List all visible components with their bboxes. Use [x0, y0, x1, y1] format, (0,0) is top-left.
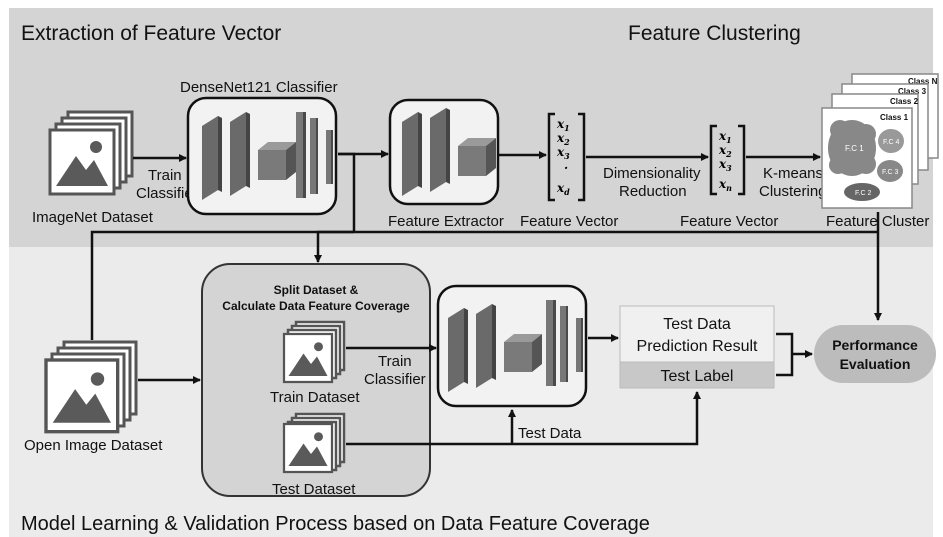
- feature-vector-1-label: Feature Vector: [520, 213, 618, 230]
- svg-text:F.C 2: F.C 2: [855, 190, 871, 197]
- split-title-1: Split Dataset &: [274, 283, 359, 297]
- svg-text:Class 3: Class 3: [898, 87, 927, 96]
- svg-text:F.C 4: F.C 4: [883, 139, 899, 146]
- top-panel-title: Extraction of Feature Vector: [21, 22, 281, 45]
- prediction-label-2: Prediction Result: [637, 338, 759, 355]
- train-classifier-label-1: Train: [148, 167, 182, 184]
- dimred-label-2: Reduction: [619, 183, 687, 200]
- test-dataset-label: Test Dataset: [272, 481, 356, 498]
- svg-text:F.C 3: F.C 3: [882, 169, 898, 176]
- svg-text:·: ·: [564, 161, 568, 175]
- train2-label-1: Train: [378, 353, 412, 370]
- train-classifier-label-2: Classifier: [136, 185, 198, 202]
- clustering-title: Feature Clustering: [628, 22, 801, 45]
- test-label-box: [619, 361, 775, 389]
- densenet-label: DenseNet121 Classifier: [180, 79, 338, 96]
- performance-label-2: Evaluation: [840, 356, 911, 372]
- performance-label-1: Performance: [832, 337, 918, 353]
- connector-to-open-image: [90, 230, 354, 340]
- imagenet-dataset-icon: [48, 110, 134, 196]
- open-image-label: Open Image Dataset: [24, 437, 163, 454]
- feature-cluster-icon: Class N Class 3 Class 2 Class 1 F.C 1 F.…: [821, 73, 939, 209]
- feature-vector-2-label: Feature Vector: [680, 213, 778, 230]
- performance-evaluation-box: [814, 325, 936, 383]
- train-dataset-label: Train Dataset: [270, 389, 360, 406]
- svg-text:Class 2: Class 2: [890, 97, 919, 106]
- prediction-label-1: Test Data: [663, 316, 731, 333]
- open-image-dataset-icon: [44, 340, 138, 434]
- test-data-label: Test Data: [518, 425, 582, 442]
- train2-label-2: Classifier: [364, 371, 426, 388]
- imagenet-label: ImageNet Dataset: [32, 209, 154, 226]
- svg-text:Class N: Class N: [908, 77, 938, 86]
- split-title-2: Calculate Data Feature Coverage: [222, 299, 410, 313]
- train-dataset-icon: [282, 320, 346, 384]
- kmeans-label-2: Clustering: [759, 183, 827, 200]
- arrow-cluster-to-split: [314, 230, 878, 263]
- test-label-text: Test Label: [661, 368, 734, 385]
- bottom-panel-title: Model Learning & Validation Process base…: [21, 513, 650, 535]
- kmeans-label-1: K-means: [763, 165, 823, 182]
- feature-extractor-label: Feature Extractor: [388, 213, 504, 230]
- svg-text:Class 1: Class 1: [880, 113, 909, 122]
- test-dataset-icon: [282, 412, 346, 474]
- dimred-label-1: Dimensionality: [603, 165, 701, 182]
- arrow-test-to-label: [346, 391, 701, 446]
- svg-text:F.C 1: F.C 1: [845, 144, 864, 153]
